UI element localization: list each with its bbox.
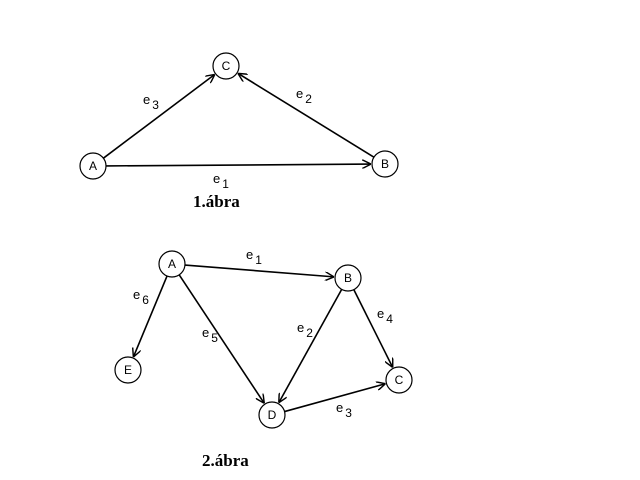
diagram1-edge-e2: [238, 73, 375, 158]
diagram2-node-label-E: E: [124, 363, 132, 377]
edge-label-base: e: [143, 92, 150, 107]
diagram-2-caption: 2.ábra: [202, 451, 249, 470]
diagram1-node-C: [212, 52, 240, 80]
diagram2-edge-e2: [279, 288, 343, 402]
diagram1-node-label-A: A: [89, 159, 97, 173]
diagram-1-caption: 1.ábra: [193, 192, 240, 211]
diagram1-node-B: [371, 150, 399, 178]
diagram1-node-label-B: B: [381, 157, 389, 171]
edge-label-subscript: 6: [142, 293, 149, 307]
edge-label-subscript: 2: [305, 92, 312, 106]
diagram2-edge-e5: [178, 274, 264, 403]
diagram2-node-label-A: A: [168, 257, 176, 271]
edge-label-subscript: 5: [211, 331, 218, 345]
edge-label-base: e: [296, 86, 303, 101]
diagram2-node-A: [158, 250, 186, 278]
edge-label-base: e: [202, 325, 209, 340]
edge-label-subscript: 3: [345, 406, 352, 420]
edge-label-base: e: [377, 306, 384, 321]
diagram2-node-label-C: C: [395, 373, 404, 387]
diagram2-node-B: [334, 264, 362, 292]
edge-label-subscript: 4: [386, 312, 393, 326]
edge-label-base: e: [336, 400, 343, 415]
edge-label-subscript: 1: [222, 177, 229, 191]
diagram2-node-D: [258, 401, 286, 429]
edge-label-base: e: [297, 320, 304, 335]
diagram2-node-E: [114, 356, 142, 384]
edge-label-subscript: 2: [306, 326, 313, 340]
diagram2-edge-e1: [184, 264, 334, 277]
diagram2-node-label-B: B: [344, 271, 352, 285]
diagram1-edge-e1: [105, 164, 371, 166]
edge-label-subscript: 1: [255, 253, 262, 267]
diagram2-edge-e3: [284, 384, 386, 413]
diagram1-edge-e3: [102, 74, 214, 159]
diagram2-node-label-D: D: [268, 408, 277, 422]
diagram1-node-label-C: C: [222, 59, 231, 73]
diagram2-node-C: [385, 366, 413, 394]
diagram1-node-A: [79, 152, 107, 180]
edge-label-subscript: 3: [152, 98, 159, 112]
edge-label-base: e: [246, 247, 253, 262]
diagram2-edge-e4: [353, 289, 393, 368]
edge-label-base: e: [133, 287, 140, 302]
diagram2-edge-e6: [133, 275, 168, 357]
edge-label-base: e: [213, 171, 220, 186]
